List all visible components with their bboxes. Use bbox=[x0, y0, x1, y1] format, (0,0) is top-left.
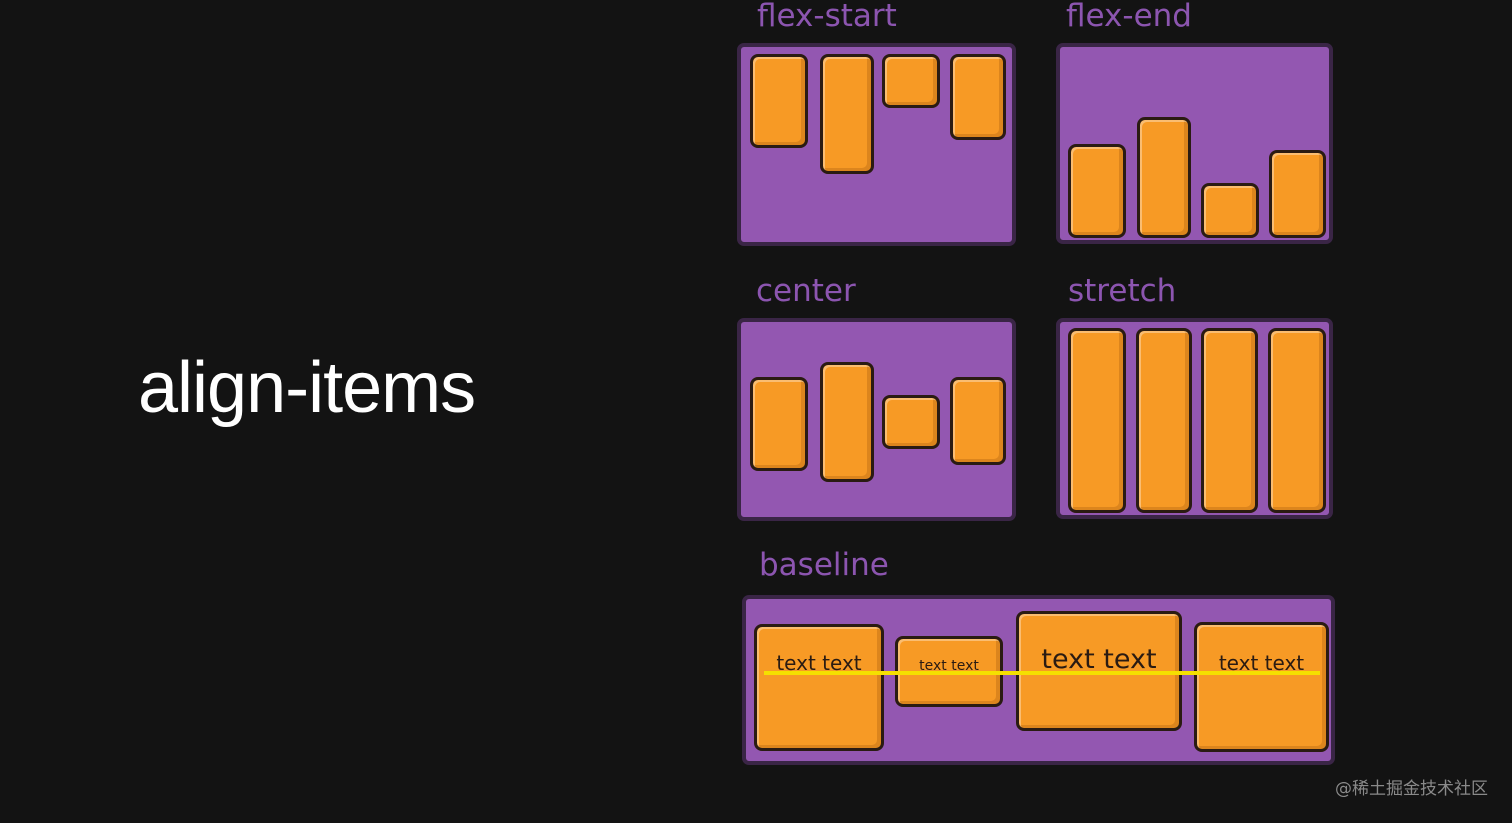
flex-item bbox=[1068, 328, 1126, 513]
container-flex-start bbox=[737, 43, 1016, 246]
label-center: center bbox=[756, 273, 856, 309]
flex-item bbox=[1269, 150, 1326, 238]
page-title: align-items bbox=[138, 348, 476, 428]
flex-item bbox=[1137, 117, 1191, 238]
flex-item bbox=[750, 54, 808, 148]
item-text: text text bbox=[776, 651, 862, 675]
label-flex-start: flex-start bbox=[757, 0, 897, 34]
flex-item: text text bbox=[1194, 622, 1329, 752]
item-text: text text bbox=[1041, 644, 1157, 675]
baseline-line bbox=[764, 671, 1320, 675]
label-stretch: stretch bbox=[1068, 273, 1177, 309]
flex-item bbox=[1201, 183, 1259, 238]
flex-item bbox=[820, 54, 874, 174]
flex-item bbox=[750, 377, 808, 471]
flex-item bbox=[1201, 328, 1258, 513]
flex-item bbox=[882, 54, 940, 108]
flex-item bbox=[882, 395, 940, 449]
flex-item bbox=[950, 377, 1006, 465]
container-stretch bbox=[1056, 318, 1333, 519]
container-center bbox=[737, 318, 1016, 521]
flex-item: text text bbox=[754, 624, 884, 751]
container-baseline: text text text text text text text text bbox=[742, 595, 1335, 765]
flex-item bbox=[1268, 328, 1326, 513]
flex-item bbox=[1068, 144, 1126, 238]
label-baseline: baseline bbox=[759, 547, 889, 583]
flex-item bbox=[1136, 328, 1192, 513]
item-text: text text bbox=[1218, 651, 1305, 675]
flex-item bbox=[820, 362, 874, 482]
item-text: text text bbox=[919, 658, 979, 674]
container-flex-end bbox=[1056, 43, 1333, 244]
flex-item bbox=[950, 54, 1006, 140]
watermark: @稀土掘金技术社区 bbox=[1335, 779, 1488, 799]
label-flex-end: flex-end bbox=[1066, 0, 1192, 34]
